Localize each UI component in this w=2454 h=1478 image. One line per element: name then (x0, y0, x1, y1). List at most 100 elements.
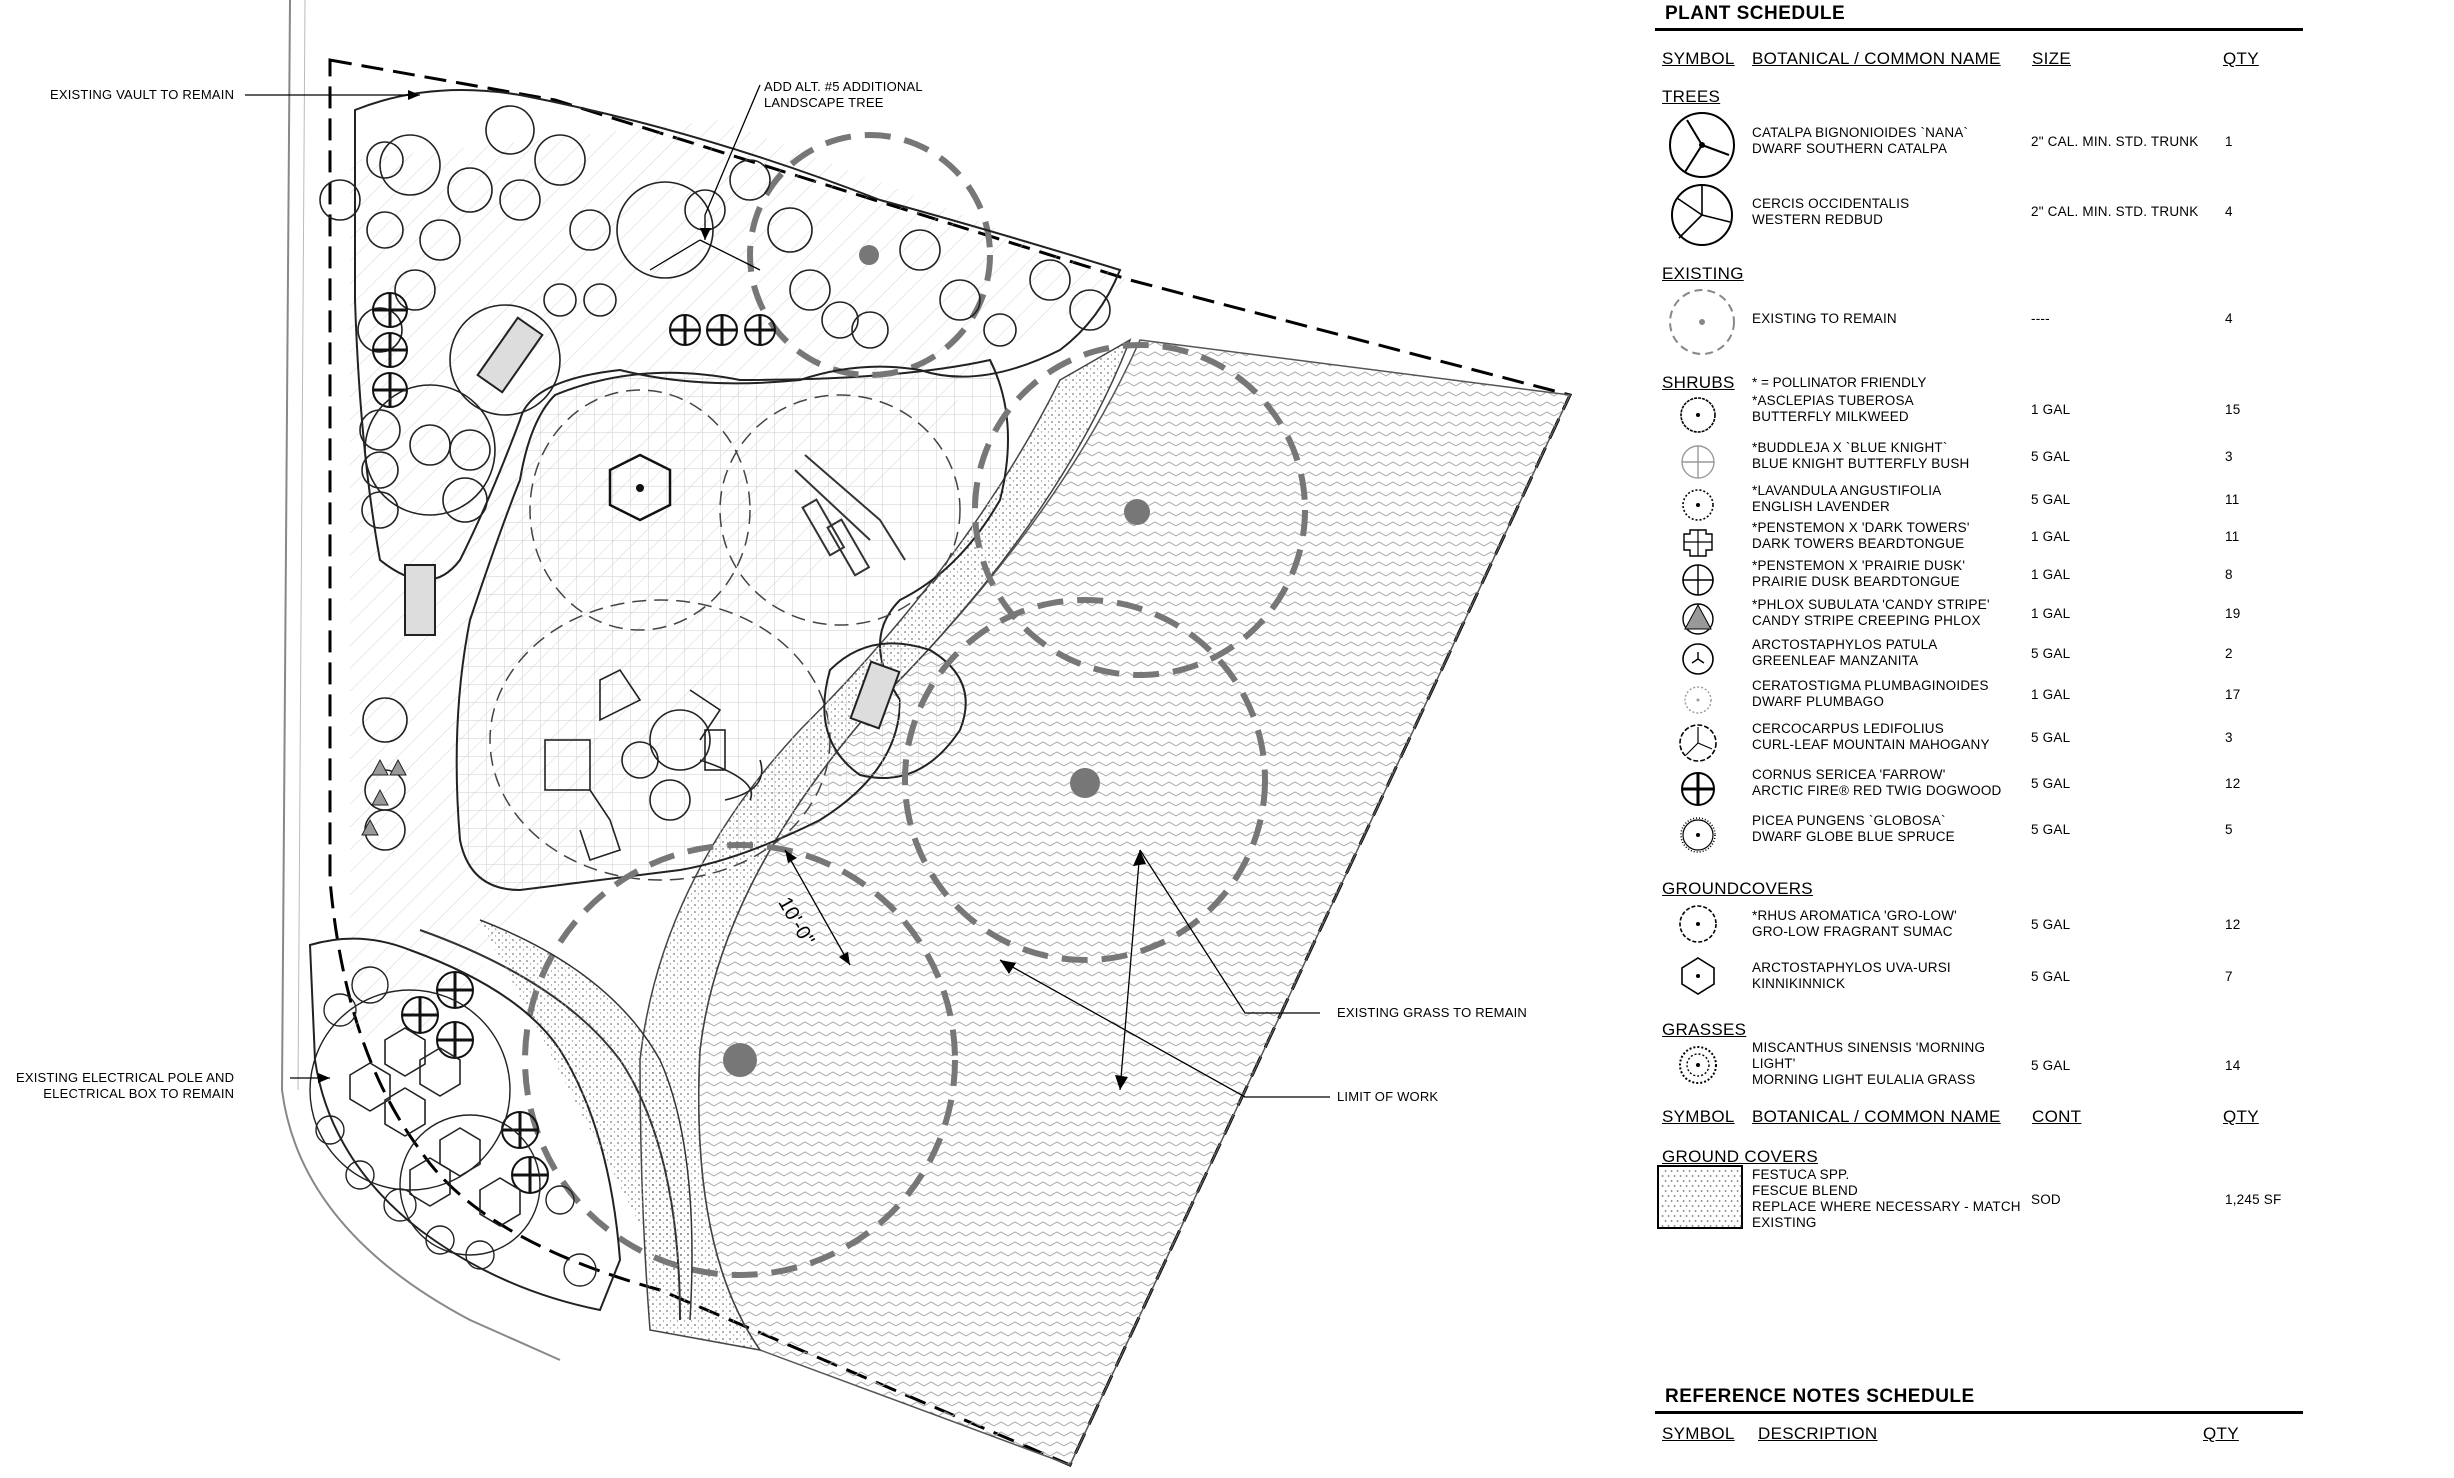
grass-qty: 14 (2225, 1058, 2241, 1073)
common-name: BLUE KNIGHT BUTTERFLY BUSH (1752, 456, 1970, 471)
sod-hatch-icon (1657, 1165, 1743, 1229)
list-item: *PENSTEMON X 'DARK TOWERS'DARK TOWERS BE… (1655, 520, 2305, 564)
size-value: 1 GAL (2031, 402, 2071, 417)
play-structure (544, 668, 763, 862)
callout-electrical-line2: ELECTRICAL BOX TO REMAIN (43, 1086, 235, 1101)
grass-size: 5 GAL (2031, 1058, 2071, 1073)
size-value: 1 GAL (2031, 606, 2071, 621)
kinnikinnick-icon (1681, 957, 1715, 995)
common-name: KINNIKINNICK (1752, 976, 1846, 991)
common-name: PRAIRIE DUSK BEARDTONGUE (1752, 574, 1960, 589)
list-item: PICEA PUNGENS `GLOBOSA`DWARF GLOBE BLUE … (1655, 813, 2305, 857)
header2-symbol: SYMBOL (1662, 1107, 1735, 1126)
botanical-name: *ASCLEPIAS TUBEROSA (1752, 393, 1914, 408)
qty-value: 19 (2225, 606, 2241, 621)
tree-qty: 1 (2225, 134, 2233, 149)
dark-towers-icon (1683, 529, 1713, 557)
section-shrubs: SHRUBS (1662, 373, 1735, 392)
common-name: GRO-LOW FRAGRANT SUMAC (1752, 924, 1953, 939)
lavender-icon (1682, 489, 1714, 521)
qty-value: 15 (2225, 402, 2241, 417)
existing-qty: 4 (2225, 311, 2233, 326)
common-name: DARK TOWERS BEARDTONGUE (1752, 536, 1965, 551)
callout-limit-of-work: LIMIT OF WORK (1337, 1089, 1439, 1104)
common-name: ENGLISH LAVENDER (1752, 499, 1890, 514)
sod-cont: SOD (2031, 1192, 2061, 1207)
sod-line2: FESCUE BLEND (1752, 1183, 1858, 1198)
list-item: FESTUCA SPP. FESCUE BLEND REPLACE WHERE … (1655, 1165, 2305, 1230)
existing-tree-icon (1669, 289, 1735, 355)
butterfly-bush-icon (1681, 445, 1715, 479)
spruce-icon (1680, 817, 1716, 853)
tree-common-name: DWARF SOUTHERN CATALPA (1752, 141, 1948, 156)
common-name: CANDY STRIPE CREEPING PHLOX (1752, 613, 1981, 628)
qty-value: 5 (2225, 822, 2233, 837)
grass-botanical-line2: LIGHT' (1752, 1056, 1796, 1071)
shrub-symbols-north (319, 105, 1111, 353)
botanical-name: *PHLOX SUBULATA 'CANDY STRIPE' (1752, 597, 1990, 612)
qty-value: 11 (2225, 529, 2240, 544)
size-value: 5 GAL (2031, 646, 2071, 661)
common-name: DWARF PLUMBAGO (1752, 694, 1885, 709)
existing-name: EXISTING TO REMAIN (1752, 311, 1897, 326)
plant-schedule-panel: PLANT SCHEDULE SYMBOL BOTANICAL / COMMON… (1655, 0, 2454, 1478)
dogwood-icon (1681, 772, 1715, 806)
botanical-name: ARCTOSTAPHYLOS UVA-URSI (1752, 960, 1951, 975)
size-value: 1 GAL (2031, 567, 2071, 582)
section-groundcovers: GROUNDCOVERS (1662, 879, 1813, 898)
common-name: ARCTIC FIRE® RED TWIG DOGWOOD (1752, 783, 2002, 798)
redbud-tree-icon (1671, 184, 1733, 246)
qty-value: 8 (2225, 567, 2233, 582)
size-value: 5 GAL (2031, 917, 2071, 932)
tree-qty: 4 (2225, 204, 2233, 219)
list-item: *PHLOX SUBULATA 'CANDY STRIPE'CANDY STRI… (1655, 597, 2305, 641)
qty-value: 12 (2225, 917, 2241, 932)
qty-value: 17 (2225, 687, 2241, 702)
qty-value: 3 (2225, 449, 2233, 464)
common-name: BUTTERFLY MILKWEED (1752, 409, 1909, 424)
callout-electrical-line1: EXISTING ELECTRICAL POLE AND (16, 1070, 235, 1085)
header-size: SIZE (2032, 49, 2071, 68)
header2-cont: CONT (2032, 1107, 2082, 1126)
botanical-name: *LAVANDULA ANGUSTIFOLIA (1752, 483, 1942, 498)
section-existing: EXISTING (1662, 264, 1744, 283)
site-plan-drawing (245, 0, 1573, 1467)
qty-value: 3 (2225, 730, 2233, 745)
grass-botanical-line1: MISCANTHUS SINENSIS 'MORNING (1752, 1040, 1986, 1055)
header-name: BOTANICAL / COMMON NAME (1752, 49, 2001, 68)
tree-size: 2" CAL. MIN. STD. TRUNK (2031, 134, 2199, 149)
list-item: *PENSTEMON X 'PRAIRIE DUSK'PRAIRIE DUSK … (1655, 558, 2305, 602)
tree-botanical-name: CATALPA BIGNONIOIDES `NANA` (1752, 125, 1969, 140)
list-item: *RHUS AROMATICA 'GRO-LOW'GRO-LOW FRAGRAN… (1655, 902, 2305, 946)
size-value: 5 GAL (2031, 969, 2071, 984)
milkweed-icon (1680, 397, 1716, 433)
catalpa-tree-icon (1669, 112, 1735, 178)
tree-common-name: WESTERN REDBUD (1752, 212, 1884, 227)
size-value: 5 GAL (2031, 822, 2071, 837)
eulalia-grass-icon (1679, 1046, 1717, 1084)
pollinator-note: * = POLLINATOR FRIENDLY (1752, 375, 1927, 390)
ref-header-qty: QTY (2203, 1424, 2239, 1443)
callout-existing-vault: EXISTING VAULT TO REMAIN (50, 87, 235, 102)
sod-line4: EXISTING (1752, 1215, 1817, 1230)
section-grasses: GRASSES (1662, 1020, 1747, 1039)
botanical-name: *PENSTEMON X 'PRAIRIE DUSK' (1752, 558, 1966, 573)
list-item: *BUDDLEJA X `BLUE KNIGHT`BLUE KNIGHT BUT… (1655, 440, 2305, 484)
section-ground-covers: GROUND COVERS (1662, 1147, 1818, 1166)
list-item: CATALPA BIGNONIOIDES `NANA`DWARF SOUTHER… (1655, 110, 2305, 178)
ref-header-symbol: SYMBOL (1662, 1424, 1735, 1443)
header2-qty: QTY (2223, 1107, 2259, 1126)
ref-header-description: DESCRIPTION (1758, 1424, 1878, 1443)
sod-qty: 1,245 SF (2225, 1192, 2282, 1207)
tree-size: 2" CAL. MIN. STD. TRUNK (2031, 204, 2199, 219)
title-rule (1655, 28, 2303, 31)
existing-size: ---- (2031, 311, 2050, 326)
botanical-name: CERCOCARPUS LEDIFOLIUS (1752, 721, 1944, 736)
header-qty: QTY (2223, 49, 2259, 68)
section-trees: TREES (1662, 87, 1721, 106)
plumbago-icon (1684, 686, 1712, 714)
